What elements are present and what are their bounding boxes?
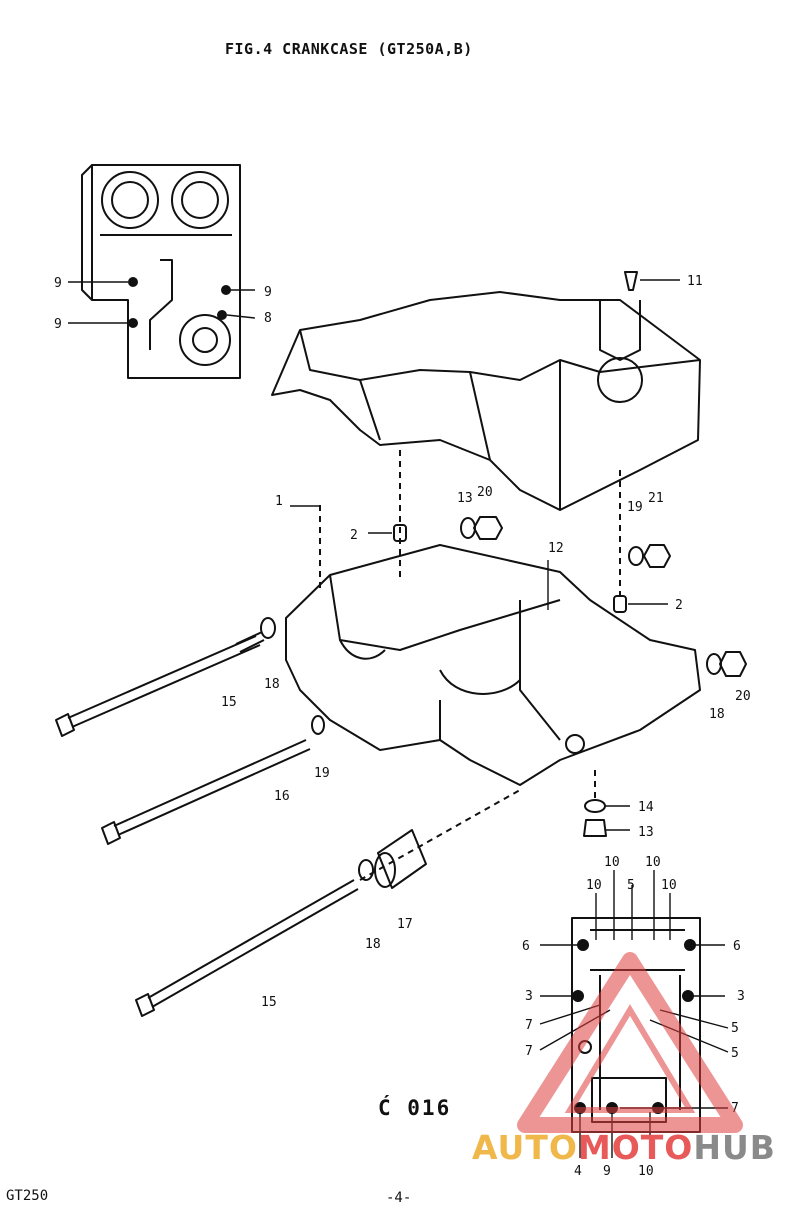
bolt-15-lower bbox=[135, 879, 359, 1017]
washer-19-left bbox=[311, 715, 325, 735]
washer-19-right bbox=[628, 546, 644, 566]
bolt-16 bbox=[101, 739, 311, 845]
inset-top-view bbox=[81, 164, 241, 379]
callout-9-lower-left: 9 bbox=[54, 317, 62, 332]
callout-21: 21 bbox=[648, 491, 664, 506]
bolt-11 bbox=[624, 271, 638, 291]
callout-7-right: 7 bbox=[731, 1101, 739, 1116]
callout-4: 4 bbox=[574, 1164, 582, 1179]
callout-6-left: 6 bbox=[522, 939, 530, 954]
callout-labels: 1 2 2 3 3 4 5 5 5 6 6 7 7 7 8 9 9 9 9 10… bbox=[54, 274, 751, 1179]
dowel-2-left bbox=[393, 524, 407, 542]
callout-14: 14 bbox=[638, 800, 654, 815]
callout-7-lower: 7 bbox=[525, 1044, 533, 1059]
callout-5-top: 5 bbox=[627, 878, 635, 893]
watermark-hub: HUB bbox=[693, 1128, 776, 1167]
callout-18-lower: 18 bbox=[365, 937, 381, 952]
nut-20-right bbox=[719, 651, 747, 677]
callout-7-upper: 7 bbox=[525, 1018, 533, 1033]
callout-20-upper: 20 bbox=[477, 485, 493, 500]
callout-5-low: 5 bbox=[731, 1046, 739, 1061]
dowel-2-right bbox=[613, 595, 627, 613]
callout-13-upper: 13 bbox=[457, 491, 473, 506]
callout-3-left: 3 bbox=[525, 989, 533, 1004]
drawing-code: Ć 016 bbox=[378, 1096, 452, 1120]
callout-10-a: 10 bbox=[586, 878, 602, 893]
nut-21 bbox=[643, 544, 671, 568]
callout-10-b: 10 bbox=[604, 855, 620, 870]
plug-13 bbox=[583, 819, 607, 837]
callout-17: 17 bbox=[397, 917, 413, 932]
watermark-moto: MOTO bbox=[577, 1128, 694, 1167]
callout-9-bottom: 9 bbox=[603, 1164, 611, 1179]
nut-20-upper bbox=[473, 516, 503, 540]
callout-9-upper-left: 9 bbox=[54, 276, 62, 291]
washer-18-right bbox=[706, 653, 722, 675]
footer-page-number: -4- bbox=[386, 1190, 412, 1206]
bolt-15-upper bbox=[55, 631, 265, 737]
figure-title: FIG.4 CRANKCASE (GT250A,B) bbox=[225, 40, 473, 58]
lower-crankcase bbox=[285, 544, 701, 786]
callout-9-right: 9 bbox=[264, 285, 272, 300]
leader-lines bbox=[68, 279, 729, 1158]
watermark-text: AUTOMOTOHUB bbox=[472, 1128, 776, 1167]
callout-2-right: 2 bbox=[675, 598, 683, 613]
watermark-auto: AUTO bbox=[472, 1128, 578, 1167]
washer-18-upper bbox=[260, 617, 276, 639]
callout-5-mid: 5 bbox=[731, 1021, 739, 1036]
callout-15-upper: 15 bbox=[221, 695, 237, 710]
callout-10-c: 10 bbox=[645, 855, 661, 870]
callout-11: 11 bbox=[687, 274, 703, 289]
callout-15-lower: 15 bbox=[261, 995, 277, 1010]
callout-10-e: 10 bbox=[638, 1164, 654, 1179]
gasket-14 bbox=[584, 799, 606, 813]
watermark-logo-icon bbox=[517, 952, 743, 1133]
spacer-17 bbox=[377, 829, 427, 889]
callout-8: 8 bbox=[264, 311, 272, 326]
callout-6-right: 6 bbox=[733, 939, 741, 954]
footer-model: GT250 bbox=[6, 1188, 49, 1204]
callout-13-lower: 13 bbox=[638, 825, 654, 840]
callout-2-left: 2 bbox=[350, 528, 358, 543]
upper-crankcase bbox=[271, 291, 701, 511]
washer-18-lower bbox=[358, 859, 374, 881]
washer-13 bbox=[460, 517, 476, 539]
callout-10-d: 10 bbox=[661, 878, 677, 893]
callout-3-right: 3 bbox=[737, 989, 745, 1004]
callout-12: 12 bbox=[548, 541, 564, 556]
callout-19-left: 19 bbox=[314, 766, 330, 781]
callout-19-right: 19 bbox=[627, 500, 643, 515]
callout-18-upper: 18 bbox=[264, 677, 280, 692]
callout-1: 1 bbox=[275, 494, 283, 509]
callout-16: 16 bbox=[274, 789, 290, 804]
callout-20-right: 20 bbox=[735, 689, 751, 704]
callout-18-right: 18 bbox=[709, 707, 725, 722]
